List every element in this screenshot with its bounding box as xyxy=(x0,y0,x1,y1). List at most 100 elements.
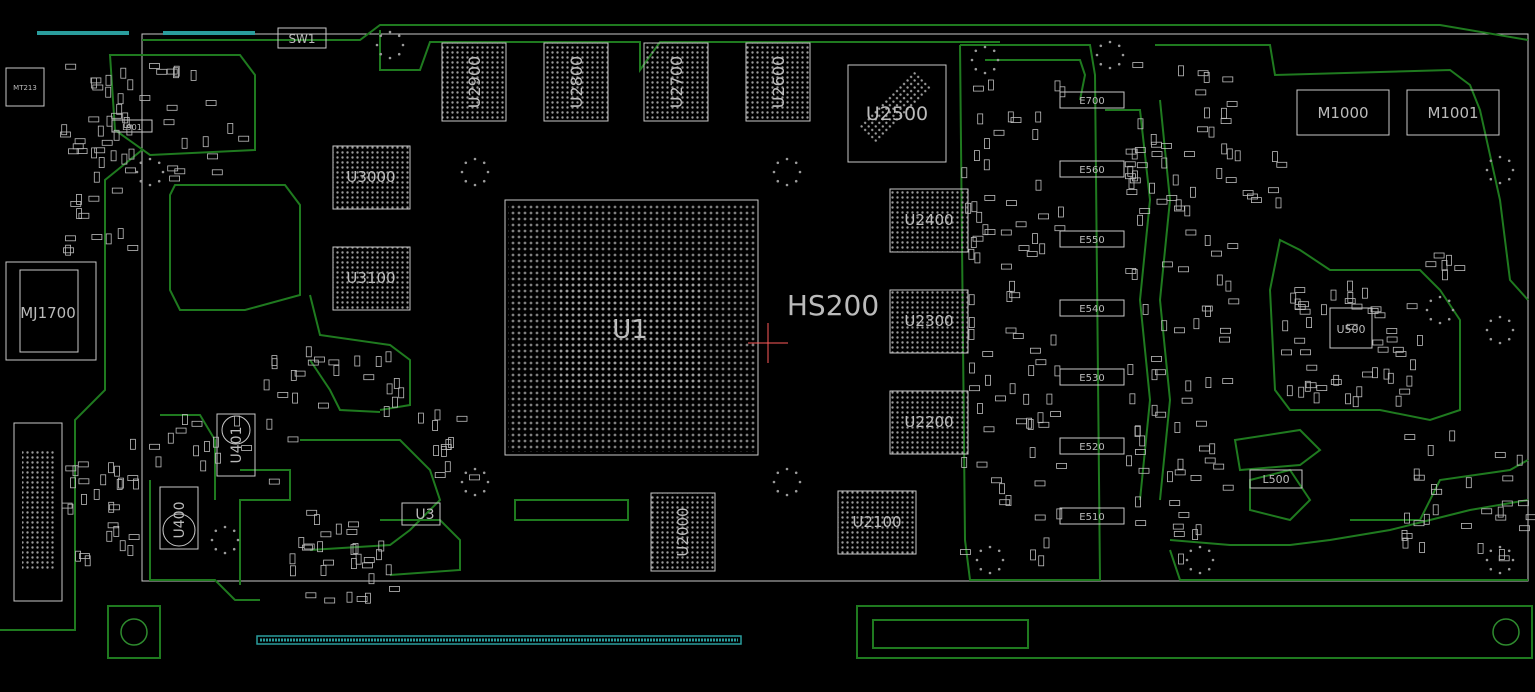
smd-part xyxy=(1353,397,1358,407)
via-dot xyxy=(1096,54,1099,57)
via-dot xyxy=(487,481,490,484)
via-dot xyxy=(1100,63,1103,66)
via-dot xyxy=(1499,572,1502,575)
smd-part xyxy=(1152,152,1162,157)
smd-part xyxy=(983,352,993,357)
memory-chip-u2000[interactable]: U2000 xyxy=(651,493,715,571)
smd-part xyxy=(1450,431,1455,441)
smd-part xyxy=(1036,180,1041,190)
component-e700[interactable]: E700 xyxy=(1060,92,1124,108)
component-e560[interactable]: E560 xyxy=(1060,161,1124,177)
connector-mj1700[interactable]: MJ1700 xyxy=(6,262,96,360)
component-e530[interactable]: E530 xyxy=(1060,369,1124,385)
chip-mt213[interactable]: MT213 xyxy=(6,68,44,106)
mounting-hole-right xyxy=(1493,619,1519,645)
smd-part xyxy=(1363,372,1373,377)
smd-part xyxy=(1151,134,1156,144)
chip-u3[interactable]: U3 xyxy=(402,503,440,525)
via-dot xyxy=(1439,296,1442,299)
smd-part xyxy=(128,80,133,90)
memory-chip-u3100[interactable]: U3100 xyxy=(333,247,410,310)
memory-chip-u3000[interactable]: U3000 xyxy=(333,146,410,209)
component-e540[interactable]: E540 xyxy=(1060,300,1124,316)
via-dot xyxy=(795,162,798,165)
video-connector-left[interactable] xyxy=(14,423,62,601)
component-e550[interactable]: E550 xyxy=(1060,231,1124,247)
smd-part xyxy=(203,137,208,147)
smd-part xyxy=(1174,532,1184,537)
smd-part xyxy=(349,522,359,527)
memory-chip-u2600[interactable]: U2600 xyxy=(746,43,810,121)
memory-chip-u2900[interactable]: U2900 xyxy=(442,43,506,121)
smd-part xyxy=(1196,421,1206,426)
via-dot xyxy=(1448,300,1451,303)
regulator-u400[interactable]: U400 xyxy=(160,487,198,549)
e530-label: E530 xyxy=(1079,373,1104,384)
smd-part xyxy=(457,416,467,421)
smd-part xyxy=(278,392,288,397)
smd-part xyxy=(1243,191,1253,196)
smd-part xyxy=(89,117,99,122)
smd-part xyxy=(1226,178,1236,183)
smd-part xyxy=(1277,162,1287,167)
via-dot xyxy=(786,158,789,161)
smd-part xyxy=(118,229,123,239)
component-e520[interactable]: E520 xyxy=(1060,438,1124,454)
memory-chip-u2300[interactable]: U2300 xyxy=(890,290,968,353)
smd-part xyxy=(1036,360,1046,365)
via-dot xyxy=(158,162,161,165)
chip-u2500[interactable]: U2500 xyxy=(848,65,946,162)
smd-part xyxy=(299,538,304,548)
smd-part xyxy=(1205,236,1210,246)
smd-part xyxy=(1178,459,1183,469)
memory-chip-u2700[interactable]: U2700 xyxy=(644,43,708,121)
memory-chip-u2200[interactable]: U2200 xyxy=(890,391,968,454)
smd-part xyxy=(92,235,102,240)
u2800-label: U2800 xyxy=(567,56,586,108)
memory-chip-u2800[interactable]: U2800 xyxy=(544,43,608,121)
smd-part xyxy=(1222,144,1227,154)
smd-part xyxy=(1417,335,1422,345)
smd-part xyxy=(269,479,279,484)
via-dot xyxy=(989,572,992,575)
u3000-label: U3000 xyxy=(346,168,395,186)
smd-part xyxy=(973,236,983,241)
via-dot xyxy=(1490,550,1493,553)
smd-part xyxy=(1276,198,1281,208)
memory-chip-u2400[interactable]: U2400 xyxy=(890,189,968,252)
smd-part xyxy=(1140,436,1145,446)
smd-part xyxy=(1175,328,1185,333)
smd-part xyxy=(1478,543,1483,553)
u2100-label: U2100 xyxy=(852,513,901,531)
smd-part xyxy=(1150,183,1155,193)
switch-sw1[interactable]: SW1 xyxy=(278,28,326,48)
smd-part xyxy=(984,160,989,170)
e560-label: E560 xyxy=(1079,165,1104,176)
memory-chip-u2100[interactable]: U2100 xyxy=(838,491,916,554)
smd-part xyxy=(129,535,139,540)
smd-part xyxy=(1455,266,1465,271)
via-dot xyxy=(786,184,789,187)
smd-part xyxy=(150,64,160,69)
bracket-left xyxy=(108,606,160,658)
u2500-label: U2500 xyxy=(866,103,928,125)
controller-u500[interactable]: U500 xyxy=(1330,308,1372,348)
smd-part xyxy=(1040,244,1045,254)
smd-part xyxy=(992,478,1002,483)
smd-part xyxy=(1220,328,1230,333)
smd-part xyxy=(1135,426,1140,436)
smd-part xyxy=(347,529,357,534)
mosfet-m1000[interactable]: M1000 xyxy=(1297,90,1389,135)
regulator-u401[interactable]: U401 xyxy=(217,414,255,476)
smd-part xyxy=(1269,188,1279,193)
component-e510[interactable]: E510 xyxy=(1060,508,1124,524)
smd-part xyxy=(970,386,980,391)
smd-part xyxy=(140,96,150,101)
smd-part xyxy=(1426,262,1436,267)
smd-part xyxy=(95,148,105,153)
mosfet-m1001[interactable]: M1001 xyxy=(1407,90,1499,135)
via-dot xyxy=(1508,568,1511,571)
smd-part xyxy=(108,523,118,528)
